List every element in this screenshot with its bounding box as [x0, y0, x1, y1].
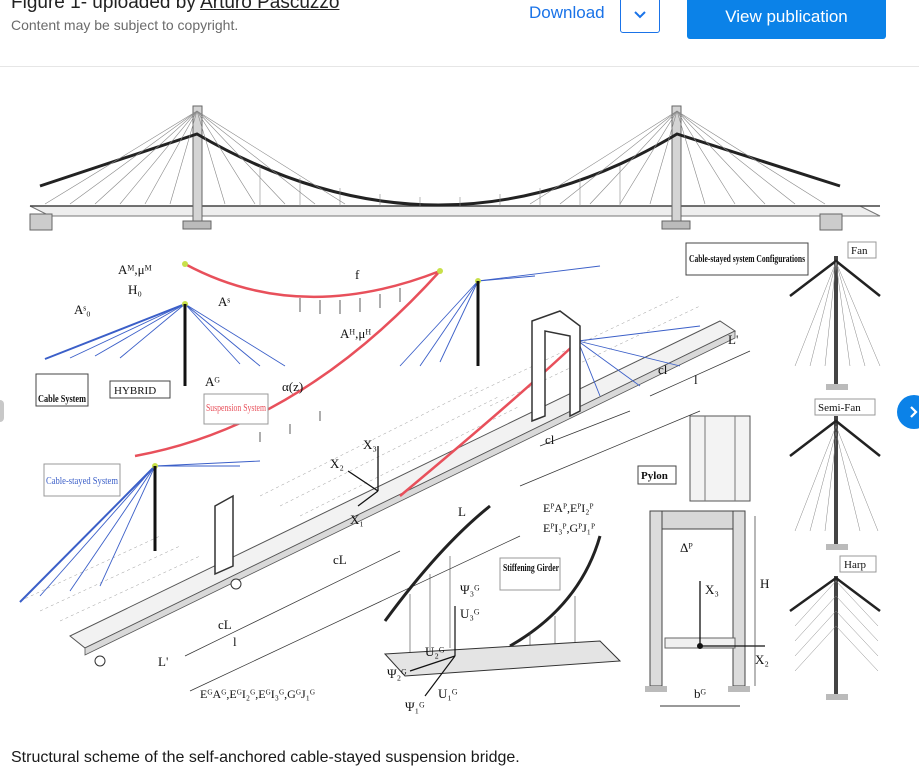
label-cl-a: cl	[658, 362, 668, 377]
label-delta-p: Δᴾ	[680, 540, 693, 555]
figure-caption: Structural scheme of the self-anchored c…	[11, 749, 520, 766]
label-fan: Fan	[851, 245, 868, 257]
dimension-lines	[184, 350, 751, 692]
girder-detail	[383, 504, 622, 697]
fan-box	[847, 241, 877, 259]
label-bg: bᴳ	[694, 686, 707, 701]
bridge-elevation	[29, 105, 881, 231]
label-cs-config: Cable-stayed system Configurations	[689, 253, 805, 265]
label-as: Aˢ	[218, 294, 230, 309]
label-alpha: α(z)	[282, 379, 303, 394]
chevron-down-icon	[634, 10, 646, 18]
label-as0: Aˢ₀	[74, 302, 91, 317]
label-x2-pylon: X₂	[755, 652, 769, 667]
download-options-button[interactable]	[620, 0, 660, 33]
label-x3-pylon: X₃	[705, 582, 719, 597]
view-publication-button[interactable]: View publication	[687, 0, 886, 39]
label-suspension-system: Suspension System	[206, 402, 266, 414]
label-harp: Harp	[844, 559, 866, 571]
label-psi1: Ψ₁ᴳ	[405, 699, 425, 714]
bridge-diagram: Aᴹ,μᴹ H₀ Aˢ₀ Aˢ Aᴴ,μᴴ f Aᴳ α(z) Cable Sy…	[19, 105, 881, 714]
label-u1: U₁ᴳ	[438, 686, 458, 701]
pylon-frame	[645, 415, 765, 707]
stay-cables	[19, 265, 701, 603]
download-link[interactable]: Download	[529, 3, 605, 22]
next-figure-button[interactable]	[897, 395, 919, 429]
label-cable-stayed-system: Cable-stayed System	[46, 475, 118, 487]
config-box	[685, 242, 809, 276]
figure-header: Figure 1- uploaded by Arturo Pascuzzo Co…	[0, 0, 919, 67]
label-x3: X₃	[363, 437, 377, 452]
label-u3: U₃ᴳ	[460, 606, 480, 621]
harp-box	[839, 555, 877, 573]
label-pylon-props-2: EᴾI₃ᴾ,GᴾJ₁ᴾ	[543, 521, 595, 535]
label-l-prime-bottom: L'	[158, 654, 168, 669]
figure-title-prefix: Figure 1- uploaded by	[11, 0, 201, 13]
figure-image: Aᴹ,μᴹ H₀ Aˢ₀ Aˢ Aᴴ,μᴴ f Aᴳ α(z) Cable Sy…	[0, 66, 919, 733]
suspension-box	[203, 393, 269, 425]
label-l-prime-top: L'	[728, 332, 738, 347]
label-cL-a: cL	[333, 552, 347, 567]
label-h: H	[760, 576, 769, 591]
label-stiffening-girder: Stiffening Girder	[503, 562, 559, 574]
label-pylon-props-1: EᴾAᴾ,EᴾI₂ᴾ	[543, 501, 593, 515]
label-u2: U₂ᴳ	[425, 644, 445, 659]
label-l-a: l	[694, 372, 698, 387]
label-semi-fan: Semi-Fan	[818, 402, 861, 414]
label-x2: X₂	[330, 456, 344, 471]
label-ag: Aᴳ	[205, 374, 220, 389]
configuration-thumbnails	[789, 256, 881, 700]
chevron-right-icon	[910, 406, 918, 418]
cable-stayed-box	[43, 463, 121, 497]
figure-title: Figure 1- uploaded by Arturo Pascuzzo	[11, 0, 339, 14]
author-link[interactable]: Arturo Pascuzzo	[200, 0, 340, 13]
label-L: L	[458, 504, 466, 519]
cable-system-box	[35, 373, 89, 407]
girder-box	[499, 557, 561, 591]
label-f: f	[355, 267, 360, 282]
pylons	[153, 281, 480, 551]
label-pylon: Pylon	[641, 470, 668, 482]
label-am: Aᴹ,μᴹ	[118, 262, 152, 277]
label-girder-props: EᴳAᴳ,EᴳI₂ᴳ,EᴳI₃ᴳ,GᴳJ₁ᴳ	[200, 687, 315, 701]
suspension-cable	[134, 261, 581, 497]
label-psi2: Ψ₂ᴳ	[387, 666, 407, 681]
axes	[347, 446, 379, 507]
semi-fan-box	[814, 398, 876, 416]
label-cL-b: cL	[218, 617, 232, 632]
previous-figure-handle[interactable]	[0, 400, 4, 422]
pylon-box	[637, 465, 677, 485]
label-cl-b: cl	[545, 432, 555, 447]
label-cable-system: Cable System	[38, 394, 87, 405]
hybrid-box	[109, 380, 171, 399]
label-h0: H₀	[128, 282, 142, 297]
label-hybrid: HYBRID	[114, 385, 156, 397]
label-psi3: Ψ₃ᴳ	[460, 582, 480, 597]
copyright-notice: Content may be subject to copyright.	[11, 17, 239, 33]
label-ah: Aᴴ,μᴴ	[340, 326, 371, 341]
label-l-b: l	[233, 634, 237, 649]
label-x1: X₁	[350, 512, 364, 527]
